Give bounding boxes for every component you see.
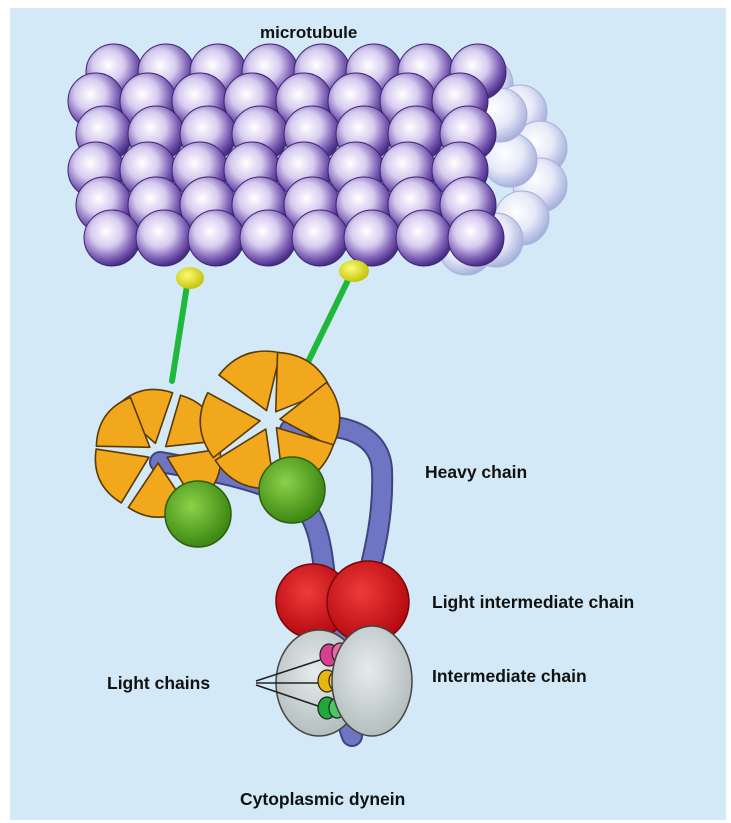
light-intermediate-chain-label: Light intermediate chain	[432, 592, 634, 613]
figure-title: Cytoplasmic dynein	[240, 789, 405, 810]
heavy-chain-globule-right	[259, 457, 325, 523]
microtubule-lattice	[68, 44, 506, 266]
tubulin-subunit	[188, 210, 244, 266]
tubulin-subunit	[396, 210, 452, 266]
tubulin-subunit	[344, 210, 400, 266]
stalk-tip-left	[176, 267, 204, 289]
heavy-chain-label: Heavy chain	[425, 462, 527, 483]
stalk-right	[308, 272, 352, 362]
heavy-chain-globule-left	[165, 481, 231, 547]
stalk-left	[172, 279, 188, 381]
light-chains-label: Light chains	[107, 673, 210, 694]
intermediate-chain-front	[332, 626, 412, 736]
tubulin-subunit	[136, 210, 192, 266]
tubulin-subunit	[240, 210, 296, 266]
intermediate-chain-label: Intermediate chain	[432, 666, 587, 687]
tubulin-subunit	[448, 210, 504, 266]
stalk-tip-right	[339, 260, 369, 282]
tubulin-subunit	[84, 210, 140, 266]
aaa-domain	[219, 351, 280, 410]
tubulin-subunit	[292, 210, 348, 266]
microtubule-label: microtubule	[260, 23, 357, 43]
